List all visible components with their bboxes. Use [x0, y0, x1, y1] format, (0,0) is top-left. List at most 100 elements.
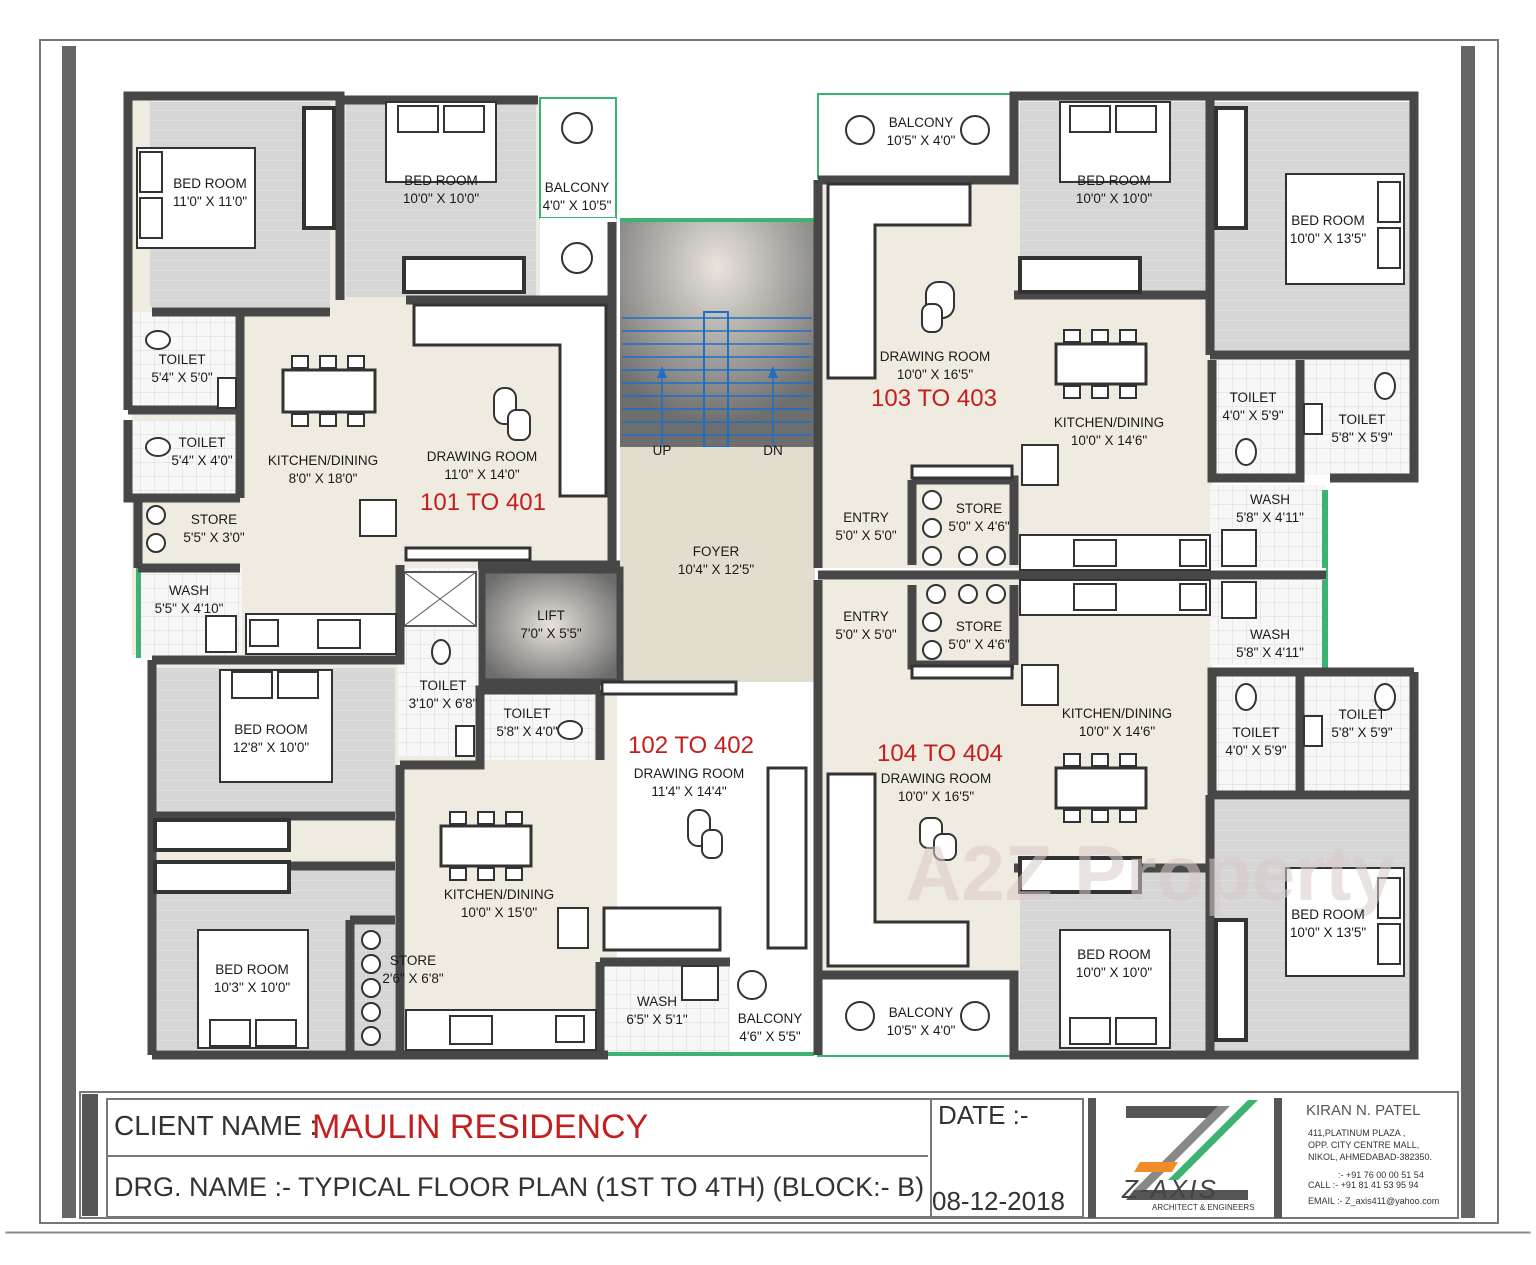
stair-dn-label: DN — [763, 443, 783, 458]
room-dim-r25: 10'0" X 14'6" — [1071, 433, 1148, 448]
logo-box-bar-2 — [1274, 1098, 1282, 1218]
room-dim-r9: 5'5" X 4'10" — [155, 601, 224, 616]
unit-label-103: 103 TO 403 — [871, 385, 997, 412]
unit-label-101: 101 TO 401 — [420, 489, 546, 516]
room-name-r13: TOILET — [503, 706, 550, 721]
room-name-r38: BED ROOM — [1291, 907, 1365, 922]
room-name-r33: WASH — [1250, 627, 1290, 642]
room-name-r3: BALCONY — [545, 180, 610, 195]
date-box — [930, 1098, 1084, 1218]
date-value: 08-12-2018 — [932, 1186, 1065, 1216]
room-name-r25: KITCHEN/DINING — [1054, 415, 1164, 430]
room-dim-r40: 10'5" X 4'0" — [887, 1023, 956, 1038]
room-dim-r30: 5'8" X 4'11" — [1236, 510, 1304, 525]
room-name-r2: BED ROOM — [404, 173, 478, 188]
client-name: MAULIN RESIDENCY — [312, 1108, 649, 1146]
room-dim-r31: 5'0" X 5'0" — [835, 627, 896, 642]
room-name-r26: TOILET — [1229, 390, 1276, 405]
phone-1: :- +91 76 00 00 51 54 — [1338, 1170, 1424, 1180]
room-dim-r21: 10'5" X 4'0" — [887, 133, 956, 148]
room-name-r35: TOILET — [1232, 725, 1279, 740]
room-dim-r28: 5'0" X 5'0" — [835, 528, 896, 543]
room-dim-r7: 11'0" X 14'0" — [444, 467, 519, 482]
room-dim-r17: 10'3" X 10'0" — [214, 980, 291, 995]
title-block — [106, 1098, 1456, 1218]
room-dim-r6: 8'0" X 18'0" — [289, 471, 358, 486]
room-name-r10: FOYER — [693, 544, 740, 559]
room-dim-r1: 11'0" X 11'0" — [173, 194, 247, 209]
room-name-r5: TOILET — [178, 435, 225, 450]
room-name-r28: ENTRY — [843, 510, 889, 525]
room-dim-r3: 4'0" X 10'5" — [543, 198, 612, 213]
room-name-r20: BALCONY — [738, 1011, 803, 1026]
room-dim-r24: 10'0" X 16'5" — [897, 367, 974, 382]
room-name-r27: TOILET — [1338, 412, 1385, 427]
client-label: CLIENT NAME : — [114, 1110, 318, 1141]
stair-up-label: UP — [653, 443, 672, 458]
room-dim-r35: 4'0" X 5'9" — [1225, 743, 1286, 758]
room-name-r37: DRAWING ROOM — [881, 771, 992, 786]
room-dim-r2: 10'0" X 10'0" — [403, 191, 480, 206]
room-name-r22: BED ROOM — [1077, 173, 1151, 188]
room-dim-r19: 6'5" X 5'1" — [626, 1012, 687, 1027]
room-dim-r20: 4'6" X 5'5" — [739, 1029, 800, 1044]
room-dim-r8: 5'5" X 3'0" — [183, 530, 244, 545]
room-name-r17: BED ROOM — [215, 962, 289, 977]
drawing-name: DRG. NAME :- TYPICAL FLOOR PLAN (1ST TO … — [114, 1172, 925, 1202]
room-name-r40: BALCONY — [889, 1005, 954, 1020]
room-dim-r5: 5'4" X 4'0" — [171, 453, 232, 468]
address-line-2: OPP. CITY CENTRE MALL, — [1308, 1140, 1420, 1150]
room-name-r12: TOILET — [419, 678, 466, 693]
room-name-r39: BED ROOM — [1077, 947, 1151, 962]
room-dim-r13: 5'8" X 4'0" — [496, 724, 557, 739]
room-labels: BED ROOM 11'0" X 11'0" BED ROOM 10'0" X 10'… — [151, 115, 1392, 1044]
architect-name: KIRAN N. PATEL — [1306, 1102, 1421, 1119]
room-dim-r14: 12'8" X 10'0" — [233, 740, 310, 755]
room-name-r31: ENTRY — [843, 609, 889, 624]
room-name-r14: BED ROOM — [234, 722, 308, 737]
room-name-r15: DRAWING ROOM — [634, 766, 745, 781]
room-name-r11: LIFT — [537, 608, 565, 623]
room-name-r9: WASH — [169, 583, 209, 598]
room-dim-r26: 4'0" X 5'9" — [1222, 408, 1283, 423]
date-label: DATE :- — [938, 1100, 1029, 1130]
room-dim-r22: 10'0" X 10'0" — [1076, 191, 1153, 206]
room-name-r7: DRAWING ROOM — [427, 449, 538, 464]
logo-text: Z-AXIS — [1122, 1174, 1218, 1204]
room-dim-r18: 2'6" X 6'8" — [382, 971, 443, 986]
room-dim-r4: 5'4" X 5'0" — [151, 370, 212, 385]
room-name-r36: TOILET — [1338, 707, 1385, 722]
room-dim-r39: 10'0" X 10'0" — [1076, 965, 1153, 980]
room-name-r8: STORE — [191, 512, 237, 527]
room-dim-r10: 10'4" X 12'5" — [678, 562, 755, 577]
room-name-r6: KITCHEN/DINING — [268, 453, 378, 468]
room-name-r21: BALCONY — [889, 115, 954, 130]
room-dim-r16: 10'0" X 15'0" — [461, 905, 538, 920]
room-name-r32: STORE — [956, 619, 1002, 634]
phone-2: CALL :- +91 81 41 53 95 94 — [1308, 1180, 1419, 1190]
room-name-r23: BED ROOM — [1291, 213, 1365, 228]
room-dim-r38: 10'0" X 13'5" — [1290, 925, 1367, 940]
room-dim-r34: 10'0" X 14'6" — [1079, 724, 1156, 739]
logo-subtitle: ARCHITECT & ENGINEERS — [1152, 1203, 1255, 1212]
room-name-r4: TOILET — [158, 352, 205, 367]
room-dim-r29: 5'0" X 4'6" — [948, 519, 1009, 534]
room-name-r16: KITCHEN/DINING — [444, 887, 554, 902]
room-dim-r11: 7'0" X 5'5" — [520, 626, 581, 641]
room-dim-r33: 5'8" X 4'11" — [1236, 645, 1304, 660]
address-line-3: NIKOL, AHMEDABAD-382350. — [1308, 1152, 1433, 1162]
room-dim-r37: 10'0" X 16'5" — [898, 789, 975, 804]
email: EMAIL :- Z_axis411@yahoo.com — [1308, 1196, 1440, 1206]
room-name-r1: BED ROOM — [173, 176, 247, 191]
room-name-r30: WASH — [1250, 492, 1290, 507]
unit-label-102: 102 TO 402 — [628, 732, 754, 759]
room-dim-r27: 5'8" X 5'9" — [1331, 430, 1392, 445]
room-name-r19: WASH — [637, 994, 677, 1009]
unit-label-104: 104 TO 404 — [877, 740, 1003, 767]
room-name-r29: STORE — [956, 501, 1002, 516]
address-line-1: 411,PLATINUM PLAZA , — [1308, 1128, 1406, 1138]
room-name-r34: KITCHEN/DINING — [1062, 706, 1172, 721]
z-axis-logo — [1126, 1100, 1258, 1200]
room-dim-r36: 5'8" X 5'9" — [1331, 725, 1392, 740]
